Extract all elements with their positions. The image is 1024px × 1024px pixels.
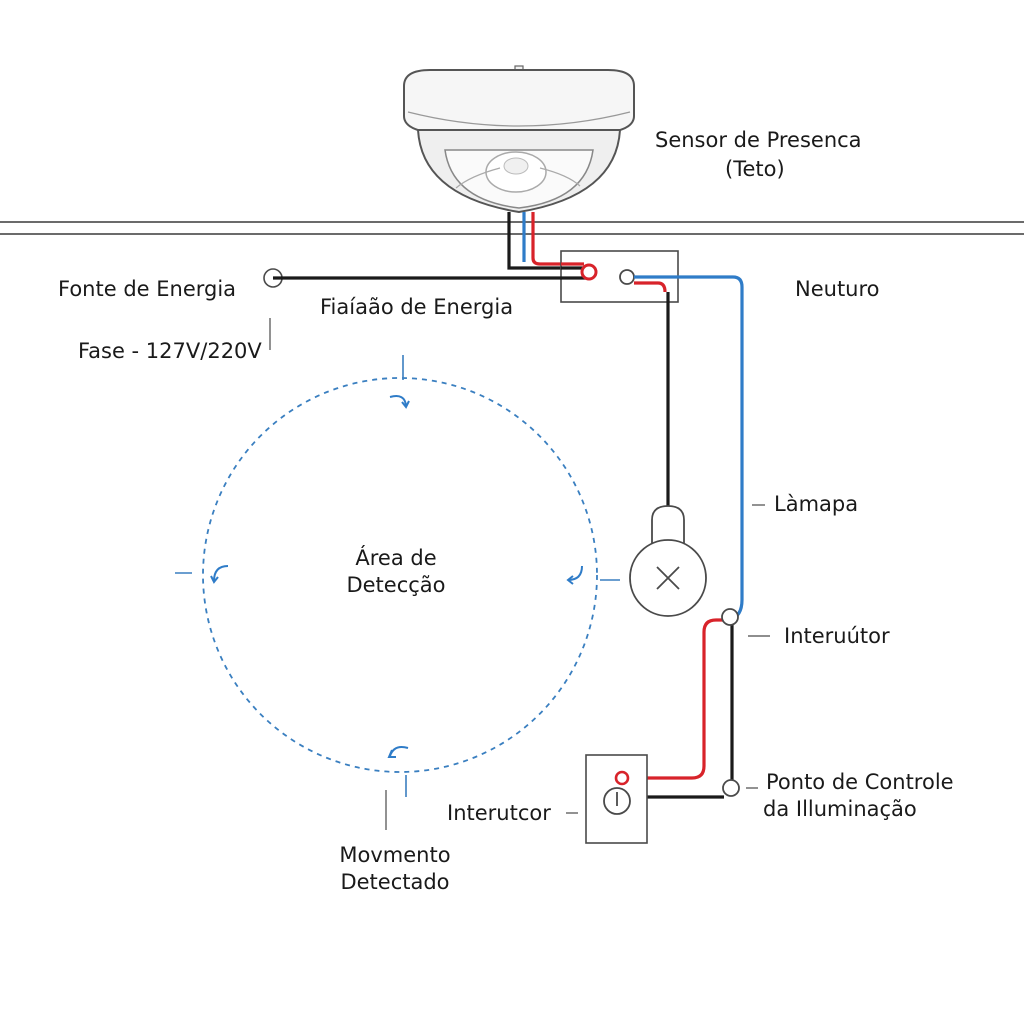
control-label-line1: Ponto de Controle xyxy=(766,770,954,794)
switch-red-wire xyxy=(622,618,725,780)
motion-detected-label: Movmento Detectado xyxy=(320,842,470,896)
sensor-title: Sensor de Presenca xyxy=(655,128,862,152)
motion-label-line1: Movmento xyxy=(339,843,451,867)
switch-junction-node xyxy=(721,608,739,626)
junction-terminal-right xyxy=(619,269,635,285)
phase-voltage-label: Fase - 127V/220V xyxy=(78,339,262,363)
control-point-node xyxy=(722,779,740,797)
detection-area-label: Área de Detecção xyxy=(326,545,466,599)
ceiling-motion-sensor-icon xyxy=(403,65,635,214)
detection-label-line2: Detecção xyxy=(346,573,446,597)
control-point-label: Ponto de Controle da Illuminação xyxy=(763,769,954,823)
power-source-label: Fonte de Energia xyxy=(58,277,237,301)
switch-right-label: Interuútor xyxy=(784,624,890,648)
lamp-label: Làmapa xyxy=(774,492,859,516)
motion-arrow-icon xyxy=(210,395,583,758)
motion-label-line2: Detectado xyxy=(340,870,450,894)
detection-label-line1: Área de xyxy=(355,546,437,570)
power-wiring-label: Fiaíaão de Energia xyxy=(320,295,514,319)
junction-terminal-left xyxy=(580,263,598,281)
light-bulb-icon xyxy=(629,505,707,617)
detection-zone xyxy=(202,377,598,773)
sensor-red-wire xyxy=(531,212,584,266)
lamp-red-wire xyxy=(634,281,667,293)
wall-switch-icon xyxy=(585,754,648,844)
switch-box-label: Interutcor xyxy=(447,801,551,825)
neutral-label: Neuturo xyxy=(795,277,880,301)
sensor-subtitle: (Teto) xyxy=(725,157,785,181)
control-label-line2: da Illuminação xyxy=(763,797,917,821)
